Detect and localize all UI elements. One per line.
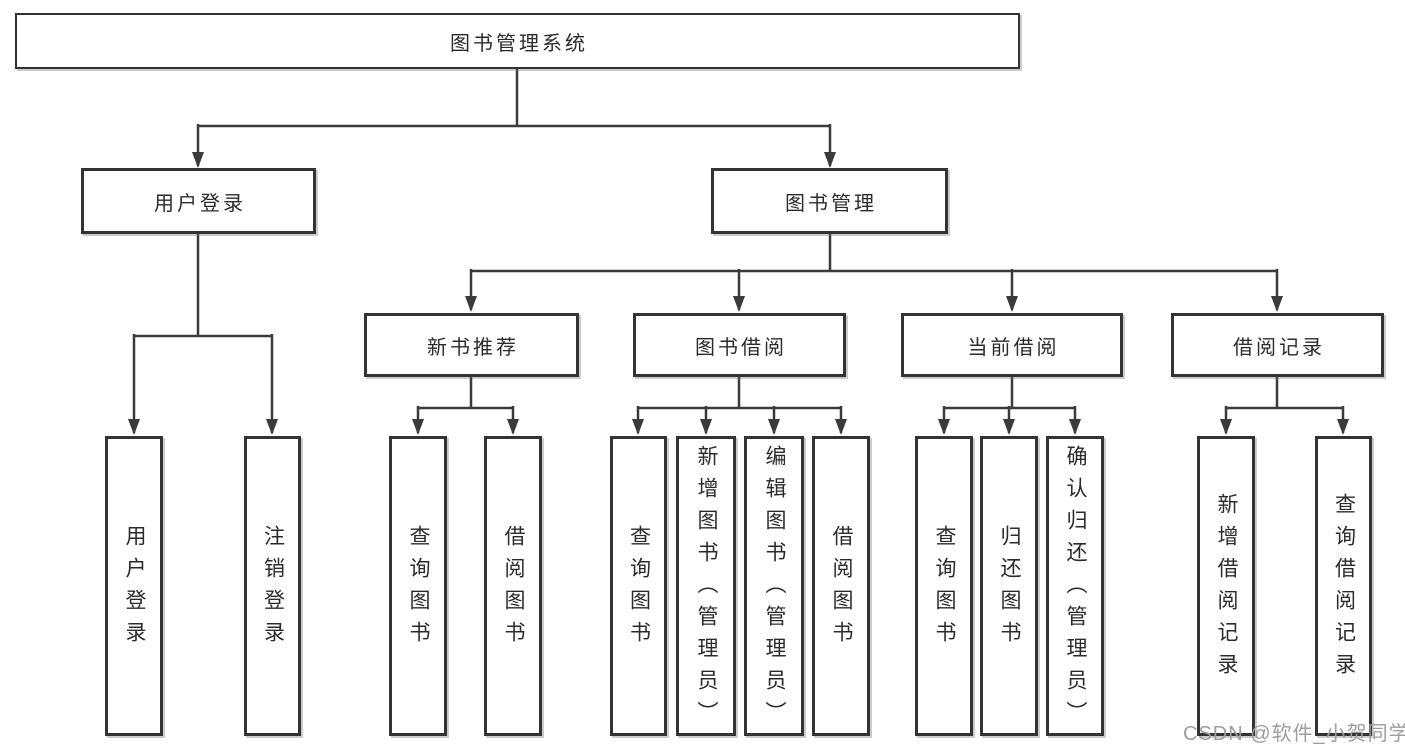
node-borrow-records: 借阅记录 bbox=[1171, 313, 1384, 377]
node-book-management-label: 图书管理 bbox=[785, 192, 877, 215]
leaf-borrow-books-label: 借阅图书 bbox=[830, 525, 853, 653]
leaf-edit-books-admin-label: 编辑图书（管理员） bbox=[763, 445, 786, 733]
leaf-borrow-books-recommend-label: 借阅图书 bbox=[502, 525, 525, 653]
node-user-login: 用户登录 bbox=[81, 168, 316, 234]
leaf-query-borrow-record-label: 查询借阅记录 bbox=[1332, 493, 1356, 685]
node-book-borrow: 图书借阅 bbox=[633, 313, 846, 377]
leaf-return-books: 归还图书 bbox=[980, 436, 1038, 736]
leaf-query-books-borrow-label: 查询图书 bbox=[627, 525, 651, 653]
leaf-return-books-label: 归还图书 bbox=[998, 525, 1021, 653]
leaf-confirm-return-admin: 确认归还（管理员） bbox=[1046, 436, 1104, 736]
leaf-logout: 注销登录 bbox=[244, 436, 301, 736]
connector-root-to-level2 bbox=[192, 69, 836, 168]
node-current-borrow: 当前借阅 bbox=[901, 313, 1123, 377]
leaf-query-books-recommend-label: 查询图书 bbox=[407, 525, 430, 653]
leaf-query-books-current-label: 查询图书 bbox=[933, 525, 956, 653]
leaf-add-borrow-record-label: 新增借阅记录 bbox=[1215, 493, 1238, 685]
leaf-logout-label: 注销登录 bbox=[261, 525, 285, 653]
leaf-query-books-recommend: 查询图书 bbox=[389, 436, 447, 736]
leaf-borrow-books-recommend: 借阅图书 bbox=[484, 436, 542, 736]
node-root-label: 图书管理系统 bbox=[450, 32, 588, 55]
leaf-user-login-label: 用户登录 bbox=[123, 525, 146, 653]
node-new-book-recommend: 新书推荐 bbox=[364, 313, 579, 377]
connector-book-borrow-to-leaves bbox=[632, 377, 847, 435]
node-book-borrow-label: 图书借阅 bbox=[695, 336, 787, 359]
connector-book-management-to-level3 bbox=[465, 234, 1283, 312]
connector-borrow-records-to-leaves bbox=[1220, 377, 1349, 435]
leaf-query-borrow-record: 查询借阅记录 bbox=[1315, 436, 1372, 736]
node-new-book-recommend-label: 新书推荐 bbox=[427, 336, 519, 359]
node-borrow-records-label: 借阅记录 bbox=[1233, 336, 1325, 359]
leaf-user-login: 用户登录 bbox=[105, 436, 163, 736]
watermark: CSDN @软件_小贺同学 bbox=[1183, 723, 1405, 745]
node-current-borrow-label: 当前借阅 bbox=[967, 336, 1060, 359]
connector-user-login-to-leaves bbox=[128, 234, 278, 435]
connector-new-book-recommend-to-leaves bbox=[412, 377, 519, 435]
leaf-query-books-borrow: 查询图书 bbox=[610, 436, 667, 736]
leaf-add-borrow-record: 新增借阅记录 bbox=[1197, 436, 1255, 736]
node-book-management: 图书管理 bbox=[711, 168, 948, 234]
leaf-query-books-current: 查询图书 bbox=[915, 436, 973, 736]
node-root-system: 图书管理系统 bbox=[15, 13, 1020, 69]
leaf-add-books-admin: 新增图书（管理员） bbox=[676, 436, 736, 736]
connector-current-borrow-to-leaves bbox=[938, 377, 1081, 435]
leaf-borrow-books: 借阅图书 bbox=[812, 436, 870, 736]
leaf-add-books-admin-label: 新增图书（管理员） bbox=[695, 445, 718, 733]
leaf-confirm-return-admin-label: 确认归还（管理员） bbox=[1064, 445, 1087, 733]
leaf-edit-books-admin: 编辑图书（管理员） bbox=[744, 436, 804, 736]
node-user-login-label: 用户登录 bbox=[154, 192, 246, 215]
